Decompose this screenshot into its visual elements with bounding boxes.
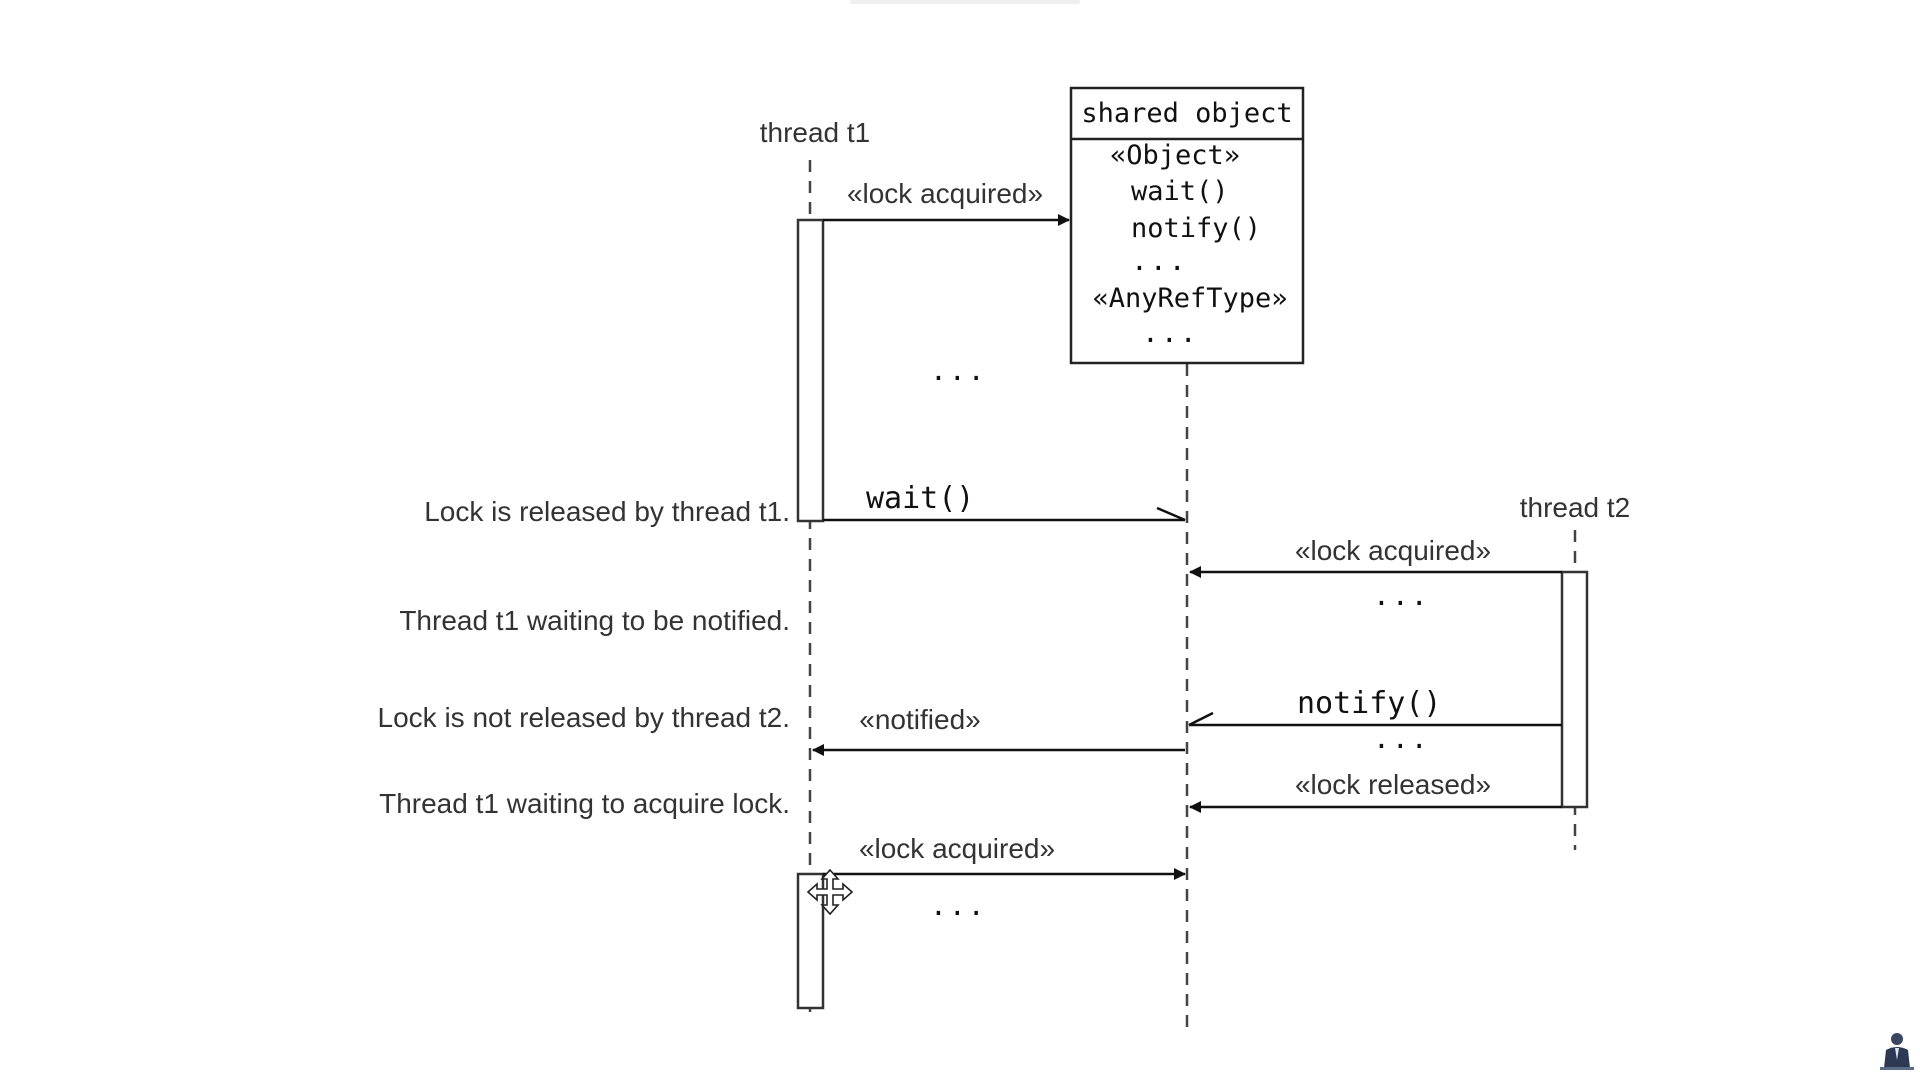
- activation-t1-1: [796, 218, 825, 523]
- ellipsis-after-lock-3: ...: [930, 889, 987, 922]
- ellipsis-after-notify: ...: [1373, 722, 1430, 755]
- message-wait: [823, 506, 1186, 522]
- note-t1-waiting-acquire: Thread t1 waiting to acquire lock.: [379, 788, 790, 819]
- activation-t1-2: [796, 872, 825, 1010]
- note-lock-released-t1: Lock is released by thread t1.: [424, 496, 790, 527]
- message-lock-acquired-3-label: «lock acquired»: [859, 833, 1055, 864]
- shared-object-title: shared object: [1081, 98, 1292, 129]
- participant-thread-t2: thread t2: [1520, 492, 1631, 523]
- member-ellipsis-2: ...: [1142, 316, 1199, 349]
- note-lock-not-released-t2: Lock is not released by thread t2.: [378, 702, 790, 733]
- participant-thread-t1: thread t1: [760, 117, 871, 148]
- member-wait: wait(): [1131, 176, 1229, 207]
- presenter-avatar-icon: [1880, 1033, 1914, 1070]
- note-t1-waiting-notified: Thread t1 waiting to be notified.: [399, 605, 790, 636]
- ellipsis-after-lock-1: ...: [930, 354, 987, 387]
- message-notify-label: notify(): [1297, 686, 1442, 721]
- move-cursor-icon: [806, 868, 854, 916]
- member-notify: notify(): [1131, 213, 1261, 244]
- message-lock-acquired-2-label: «lock acquired»: [1295, 535, 1491, 566]
- message-notify: [1188, 711, 1562, 727]
- member-ellipsis-1: ...: [1131, 244, 1188, 277]
- message-notified-label: «notified»: [859, 704, 980, 735]
- member-anyreftype: «AnyRefType»: [1092, 283, 1287, 314]
- ellipsis-after-lock-2: ...: [1373, 579, 1430, 612]
- top-scroll-indicator: [850, 0, 1080, 4]
- shared-object-box: shared object «Object» wait() notify() .…: [1069, 86, 1305, 365]
- message-wait-label: wait(): [866, 481, 974, 516]
- message-lock-released-label: «lock released»: [1295, 769, 1491, 800]
- message-lock-acquired-1-label: «lock acquired»: [847, 178, 1043, 209]
- activation-t2: [1560, 570, 1589, 809]
- member-object: «Object»: [1110, 140, 1240, 171]
